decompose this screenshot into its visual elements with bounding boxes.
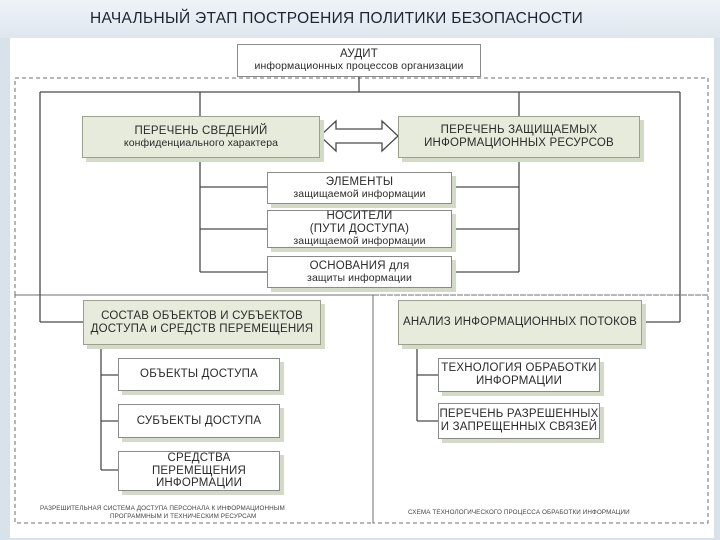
page-title: НАЧАЛЬНЫЙ ЭТАП ПОСТРОЕНИЯ ПОЛИТИКИ БЕЗОП… — [90, 10, 584, 27]
info-list-title: ПЕРЕЧЕНЬ СВЕДЕНИЙ — [134, 124, 268, 137]
composition-box: СОСТАВ ОБЪЕКТОВ И СУБЪЕКТОВ ДОСТУПА и СР… — [83, 300, 321, 345]
right-footer-note: СХЕМА ТЕХНОЛОГИЧЕСКОГО ПРОЦЕССА ОБРАБОТК… — [408, 509, 630, 517]
movement-means-line2: ИНФОРМАЦИИ — [155, 477, 243, 490]
access-objects-label: ОБЪЕКТЫ ДОСТУПА — [140, 368, 258, 381]
resources-line2: ИНФОРМАЦИОННЫХ РЕСУРСОВ — [424, 137, 614, 149]
protected-resources-box: ПЕРЕЧЕНЬ ЗАЩИЩАЕМЫХ ИНФОРМАЦИОННЫХ РЕСУР… — [398, 116, 640, 158]
links-list-box: ПЕРЕЧЕНЬ РАЗРЕШЕННЫХ И ЗАПРЕЩЕННЫХ СВЯЗЕ… — [438, 403, 600, 439]
processing-tech-box: ТЕХНОЛОГИЯ ОБРАБОТКИ ИНФОРМАЦИИ — [438, 358, 600, 392]
dashed-frames — [14, 77, 709, 524]
grounds-subtitle: защиты информации — [307, 271, 412, 284]
elements-title: ЭЛЕМЕНТЫ — [325, 175, 394, 188]
carriers-title: НОСИТЕЛИ — [326, 210, 393, 223]
movement-means-box: СРЕДСТВА ПЕРЕМЕЩЕНИЯ ИНФОРМАЦИИ — [118, 451, 280, 491]
access-objects-box: ОБЪЕКТЫ ДОСТУПА — [118, 358, 280, 391]
access-subjects-box: СУБЪЕКТЫ ДОСТУПА — [118, 404, 280, 438]
elements-box: ЭЛЕМЕНТЫ защищаемой информации — [267, 172, 452, 204]
resources-line1: ПЕРЕЧЕНЬ ЗАЩИЩАЕМЫХ — [440, 124, 598, 137]
info-list-box: ПЕРЕЧЕНЬ СВЕДЕНИЙ конфиденциального хара… — [82, 116, 320, 158]
carriers-paths: (ПУТИ ДОСТУПА) — [309, 223, 410, 236]
carriers-box: НОСИТЕЛИ (ПУТИ ДОСТУПА) защищаемой инфор… — [267, 210, 452, 248]
grounds-title: ОСНОВАНИЯ для — [309, 259, 410, 272]
right-note-line: СХЕМА ТЕХНОЛОГИЧЕСКОГО ПРОЦЕССА ОБРАБОТК… — [408, 509, 630, 516]
access-subjects-label: СУБЪЕКТЫ ДОСТУПА — [136, 414, 262, 427]
composition-line1: СОСТАВ ОБЪЕКТОВ И СУБЪЕКТОВ — [101, 309, 303, 322]
processing-tech-line1: ТЕХНОЛОГИЯ ОБРАБОТКИ — [441, 362, 597, 375]
flow-analysis-title: АНАЛИЗ ИНФОРМАЦИОННЫХ ПОТОКОВ — [403, 316, 637, 329]
audit-box: АУДИТ информационных процессов организац… — [237, 44, 481, 77]
movement-means-line1: СРЕДСТВА ПЕРЕМЕЩЕНИЯ — [151, 451, 247, 477]
audit-subtitle: информационных процессов организации — [254, 60, 464, 73]
processing-tech-line2: ИНФОРМАЦИИ — [475, 375, 563, 387]
flow-analysis-box: АНАЛИЗ ИНФОРМАЦИОННЫХ ПОТОКОВ — [398, 300, 642, 345]
left-footer-note: РАЗРЕШИТЕЛЬНАЯ СИСТЕМА ДОСТУПА ПЕРСОНАЛА… — [40, 505, 285, 521]
carriers-subtitle: защищаемой информации — [293, 235, 426, 247]
left-note-line1: РАЗРЕШИТЕЛЬНАЯ СИСТЕМА ДОСТУПА ПЕРСОНАЛА… — [40, 505, 285, 512]
links-list-line2: И ЗАПРЕЩЕННЫХ СВЯЗЕЙ — [440, 421, 598, 433]
left-note-line2: ПРОГРАММНЫМ И ТЕХНИЧЕСКИМ РЕСУРСАМ — [110, 512, 257, 520]
links-list-line1: ПЕРЕЧЕНЬ РАЗРЕШЕННЫХ — [439, 408, 599, 421]
composition-line2: ДОСТУПА и СРЕДСТВ ПЕРЕМЕЩЕНИЯ — [90, 322, 314, 335]
grounds-box: ОСНОВАНИЯ для защиты информации — [267, 256, 452, 288]
info-list-subtitle: конфиденциального характера — [123, 136, 279, 149]
elements-subtitle: защищаемой информации — [293, 187, 426, 200]
audit-title: АУДИТ — [339, 48, 379, 61]
header-bar: НАЧАЛЬНЫЙ ЭТАП ПОСТРОЕНИЯ ПОЛИТИКИ БЕЗОП… — [0, 0, 720, 38]
right-dashed-frame — [372, 294, 709, 524]
double-arrow-icon — [319, 119, 399, 153]
